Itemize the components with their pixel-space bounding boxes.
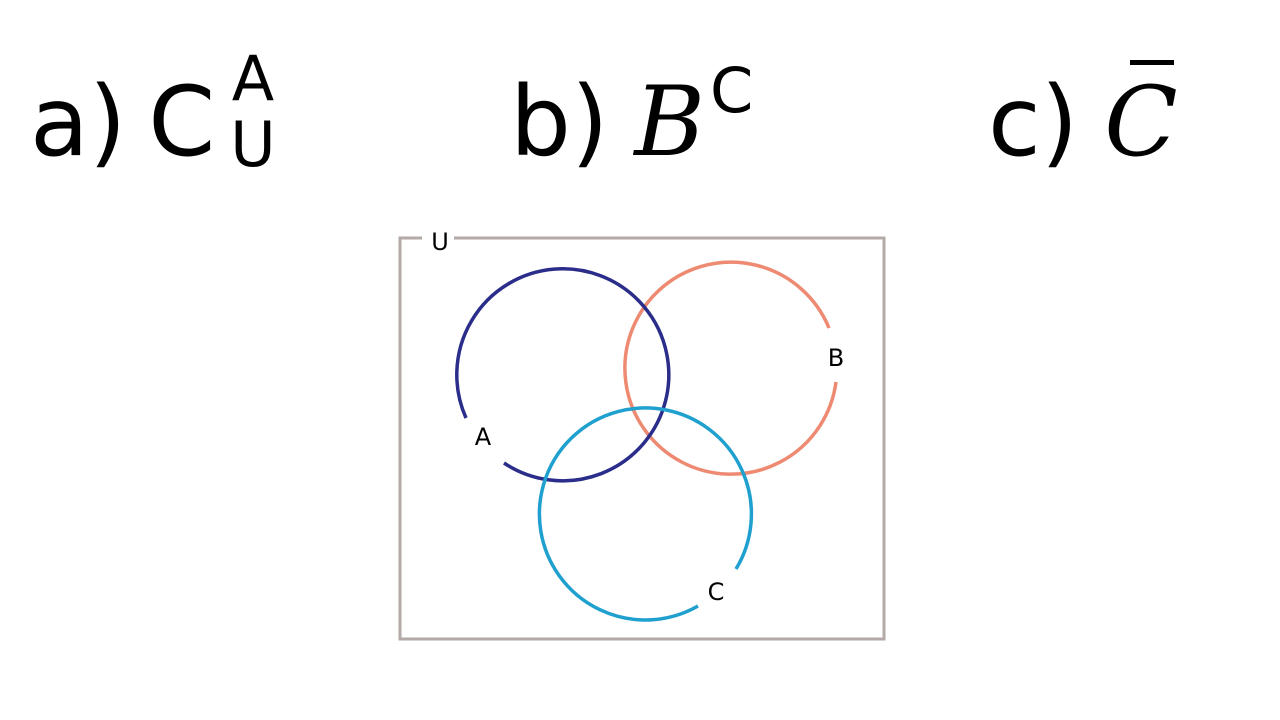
option-c-base: C bbox=[1104, 66, 1178, 178]
set-b-circle bbox=[623, 260, 838, 476]
option-a-subscript: U bbox=[230, 108, 276, 181]
option-b-prefix: b) bbox=[510, 66, 609, 178]
universe-border bbox=[398, 236, 886, 641]
complement-bar bbox=[1130, 60, 1175, 65]
option-c-complement: C bbox=[1104, 60, 1178, 170]
option-c-prefix: c) bbox=[988, 66, 1079, 178]
option-a-base: C bbox=[148, 66, 216, 178]
option-b: b)B C bbox=[510, 60, 753, 178]
set-c-label: C bbox=[708, 578, 725, 606]
option-c: c)C bbox=[988, 60, 1178, 178]
set-a-circle bbox=[455, 267, 671, 483]
venn-diagram: U B A C bbox=[398, 228, 886, 641]
option-a-prefix: a) bbox=[30, 66, 127, 178]
set-a-label: A bbox=[475, 423, 492, 451]
set-c-circle bbox=[537, 406, 754, 622]
option-a-superscript: A bbox=[231, 42, 275, 115]
option-a-script: A U bbox=[213, 48, 293, 176]
option-a: a)C A U bbox=[30, 48, 276, 178]
set-b-label: B bbox=[828, 344, 844, 372]
option-b-superscript: C bbox=[710, 54, 754, 127]
option-b-base: B bbox=[634, 66, 705, 178]
universe-label: U bbox=[431, 228, 449, 256]
